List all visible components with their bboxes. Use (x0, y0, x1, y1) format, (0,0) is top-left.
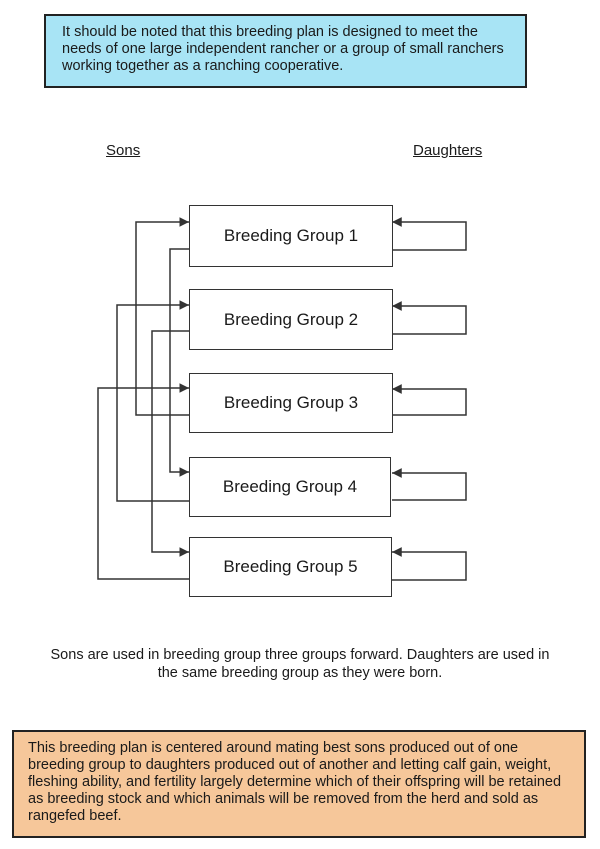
breeding-group-3: Breeding Group 3 (189, 373, 393, 433)
top-note: It should be noted that this breeding pl… (44, 14, 527, 88)
sons-flow-5-to-3 (97, 383, 189, 580)
diagram-caption: Sons are used in breeding group three gr… (50, 647, 550, 681)
daughter-loop-3 (392, 384, 467, 416)
sons-label: Sons (106, 142, 141, 159)
daughters-label: Daughters (413, 142, 483, 159)
breeding-group-4: Breeding Group 4 (189, 457, 391, 517)
daughter-loop-2 (392, 301, 467, 335)
daughter-loop-5 (392, 547, 467, 581)
bottom-note: This breeding plan is centered around ma… (12, 730, 586, 838)
daughter-loop-4 (392, 468, 467, 501)
breeding-group-1: Breeding Group 1 (189, 205, 393, 267)
daughter-loop-1 (392, 217, 467, 251)
sons-flow-3-to-1 (135, 217, 189, 416)
sons-flow-2-to-5 (151, 330, 189, 557)
sons-flow-1-to-4 (169, 248, 189, 477)
breeding-group-5: Breeding Group 5 (189, 537, 392, 597)
breeding-group-2: Breeding Group 2 (189, 289, 393, 350)
sons-flow-4-to-2 (116, 300, 189, 502)
